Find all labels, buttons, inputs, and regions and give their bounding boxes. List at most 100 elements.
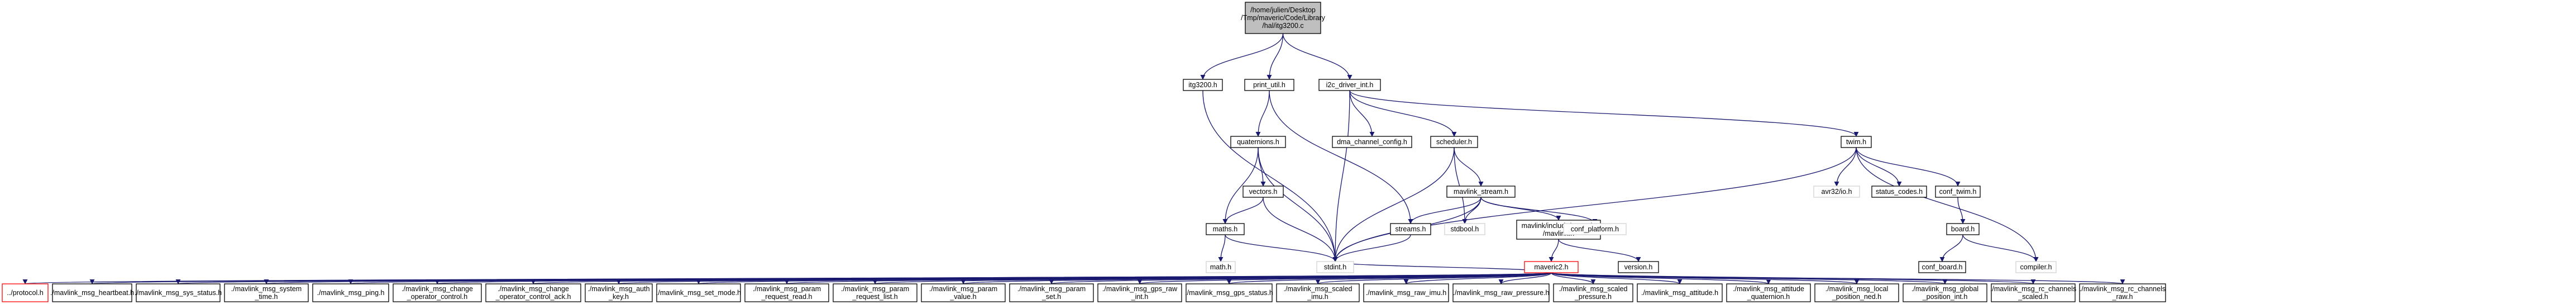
node-b15[interactable]: ./mavlink_msg_scaled_imu.h — [1276, 283, 1360, 302]
node-b5[interactable]: ./mavlink_msg_change_operator_control.h — [393, 283, 482, 302]
node-b16[interactable]: ./mavlink_msg_raw_imu.h — [1363, 283, 1449, 302]
node-label: _scaled.h — [2018, 293, 2048, 301]
node-mavlink-stream-h[interactable]: mavlink_stream.h — [1446, 186, 1516, 198]
node-quaternions-h[interactable]: quaternions.h — [1230, 136, 1286, 148]
edge-i2c_driver_int_h-to-stdint_h — [1332, 90, 1350, 262]
node-b18[interactable]: ./mavlink_msg_scaled_pressure.h — [1553, 283, 1633, 302]
node-b6[interactable]: ./mavlink_msg_change_operator_control_ac… — [485, 283, 581, 302]
node-twim-h[interactable]: twim.h — [1841, 136, 1872, 148]
node-b22[interactable]: ./mavlink_msg_global_position_int.h — [1903, 283, 1987, 302]
edge-maveric2_h-to-b20 — [1551, 272, 1771, 284]
node-avr32io-h[interactable]: avr32/io.h — [1813, 186, 1860, 198]
nodes-layer: /home/julien/Desktop/Tmp/maveric/Code/Li… — [2, 2, 2166, 302]
edge-maveric2_h-to-stdint_h — [1332, 261, 1552, 273]
edge-board_h-to-compiler_h — [1962, 234, 2039, 262]
node-b20[interactable]: ./mavlink_msg_attitude_quaternion.h — [1726, 283, 1811, 302]
node-box — [1452, 283, 1550, 302]
node-label: maths.h — [1213, 225, 1238, 233]
edge-mavlink_include_h-to-maveric2_h — [1549, 239, 1559, 262]
node-root[interactable]: /home/julien/Desktop/Tmp/maveric/Code/Li… — [1241, 2, 1326, 34]
edge-board_h-to-conf_board_h — [1939, 234, 1963, 262]
node-print-util-h[interactable]: print_util.h — [1244, 79, 1294, 91]
node-stdint-h[interactable]: stdint.h — [1316, 261, 1354, 273]
node-math-h[interactable]: math.h — [1206, 261, 1236, 273]
node-label: _position_int.h — [1922, 293, 1968, 301]
node-box — [1618, 261, 1659, 273]
edge-print_util_h-to-streams_h — [1269, 90, 1413, 224]
edge-quaternions_h-to-maths_h — [1222, 147, 1259, 224]
node-box — [1935, 186, 1981, 198]
node-b11[interactable]: ./mavlink_msg_param_value.h — [921, 283, 1006, 302]
edge-quaternions_h-to-stdint_h — [1258, 147, 1338, 262]
node-box — [1230, 136, 1286, 148]
edge-root-to-i2c_driver_int_h — [1282, 33, 1352, 80]
node-dma-channel-config-h[interactable]: dma_channel_config.h — [1332, 136, 1412, 148]
node-b14[interactable]: ./mavlink_msg_gps_status.h — [1185, 283, 1273, 302]
node-version-h[interactable]: version.h — [1618, 261, 1659, 273]
edge-streams_h-to-stdint_h — [1332, 234, 1411, 262]
edge-maveric2_h-to-b17 — [1498, 272, 1552, 284]
node-b3[interactable]: ./mavlink_msg_system_time.h — [224, 283, 309, 302]
node-label: ./mavlink_msg_rc_channels — [2080, 285, 2166, 293]
edge-scheduler_h-to-stdint_h — [1332, 147, 1455, 262]
node-b4[interactable]: ./mavlink_msg_ping.h — [312, 283, 389, 302]
node-streams-h[interactable]: streams.h — [1390, 223, 1431, 235]
edge-vectors_h-to-maths_h — [1222, 197, 1264, 224]
node-maveric2-h[interactable]: maveric2.h — [1524, 261, 1579, 273]
node-stdbool-h[interactable]: stdbool.h — [1444, 223, 1485, 235]
node-conf-twim-h[interactable]: conf_twim.h — [1935, 186, 1981, 198]
node-label: ./mavlink_msg_param — [841, 285, 909, 293]
edge-maveric2_h-to-b15 — [1315, 272, 1552, 284]
node-b10[interactable]: ./mavlink_msg_param_request_list.h — [833, 283, 917, 302]
node-label: ./mavlink_msg_raw_pressure.h — [1453, 289, 1550, 297]
edge-maveric2_h-to-b18 — [1551, 272, 1596, 284]
node-compiler-h[interactable]: compiler.h — [2015, 261, 2057, 273]
node-protocol-h[interactable]: ../protocol.h — [2, 283, 49, 302]
node-b21[interactable]: ./mavlink_msg_local_position_ned.h — [1814, 283, 1899, 302]
node-label: ./mavlink_msg_rc_channels — [1990, 285, 2076, 293]
node-b7[interactable]: ./mavlink_msg_auth_key.h — [585, 283, 653, 302]
node-box — [1991, 283, 2076, 302]
node-label: _request_read.h — [761, 293, 812, 301]
node-maths-h[interactable]: maths.h — [1206, 223, 1245, 235]
node-label: compiler.h — [2020, 263, 2052, 271]
node-label: _imu.h — [1307, 293, 1328, 301]
node-b13[interactable]: ./mavlink_msg_gps_raw_int.h — [1097, 283, 1182, 302]
node-label: conf_platform.h — [1571, 225, 1619, 233]
node-box — [1553, 283, 1633, 302]
node-label: ./mavlink_msg_attitude.h — [1641, 289, 1718, 297]
node-i2c-driver-int-h[interactable]: i2c_driver_int.h — [1318, 79, 1381, 91]
node-box — [1726, 283, 1811, 302]
node-label: math.h — [1210, 263, 1231, 271]
node-label: conf_board.h — [1922, 263, 1963, 271]
node-label: avr32/io.h — [1822, 188, 1852, 196]
node-board-h[interactable]: board.h — [1946, 223, 1980, 235]
node-status-codes-h[interactable]: status_codes.h — [1871, 186, 1927, 198]
edge-vectors_h-to-stdint_h — [1263, 197, 1338, 262]
node-conf-platform-h[interactable]: conf_platform.h — [1563, 223, 1627, 235]
node-b23[interactable]: ./mavlink_msg_rc_channels_scaled.h — [1990, 283, 2076, 302]
node-scheduler-h[interactable]: scheduler.h — [1430, 136, 1478, 148]
node-b17[interactable]: ./mavlink_msg_raw_pressure.h — [1452, 283, 1550, 302]
node-label: vectors.h — [1249, 188, 1278, 196]
node-b19[interactable]: ./mavlink_msg_attitude.h — [1637, 283, 1723, 302]
node-label: ./mavlink_msg_auth — [587, 285, 649, 293]
node-label: ../protocol.h — [7, 289, 43, 297]
node-vectors-h[interactable]: vectors.h — [1242, 186, 1284, 198]
node-label: _pressure.h — [1574, 293, 1612, 301]
node-b2[interactable]: ./mavlink_msg_sys_status.h — [135, 283, 222, 302]
node-label: quaternions.h — [1237, 138, 1279, 146]
edge-twim_h-to-compiler_h — [1856, 147, 2039, 262]
node-box — [224, 283, 309, 302]
node-b24[interactable]: ./mavlink_msg_rc_channels_raw.h — [2079, 283, 2166, 302]
node-box — [1183, 79, 1223, 91]
node-label: i2c_driver_int.h — [1326, 81, 1374, 89]
node-b12[interactable]: ./mavlink_msg_param_set.h — [1009, 283, 1094, 302]
node-box — [1841, 136, 1872, 148]
node-b1[interactable]: ./mavlink_msg_heartbeat.h — [50, 283, 134, 302]
node-conf-board-h[interactable]: conf_board.h — [1918, 261, 1966, 273]
node-itg3200-h[interactable]: itg3200.h — [1183, 79, 1223, 91]
node-box — [1903, 283, 1987, 302]
node-b9[interactable]: ./mavlink_msg_param_request_read.h — [744, 283, 829, 302]
node-b8[interactable]: ./mavlink_msg_set_mode.h — [656, 283, 741, 302]
